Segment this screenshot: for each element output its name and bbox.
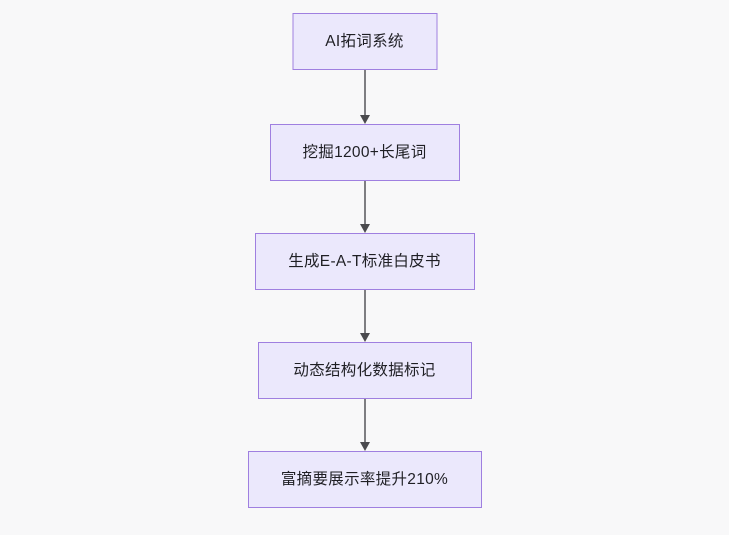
node-label: 挖掘1200+长尾词 [302,143,427,161]
arrowhead-down-icon [359,333,370,342]
flowchart-node-dynamic-structured-data-markup[interactable]: 动态结构化数据标记 [257,342,472,399]
flowchart-arrow-4 [358,399,372,451]
flowchart-arrow-3 [358,290,372,342]
flowchart-node-ai-keyword-system[interactable]: AI拓词系统 [292,13,437,70]
flowchart-arrow-2 [358,181,372,233]
arrowhead-down-icon [359,442,370,451]
flowchart-node-generate-eat-whitepaper[interactable]: 生成E-A-T标准白皮书 [254,233,475,290]
arrow-line [363,399,366,442]
node-label: 富摘要展示率提升210% [280,470,449,488]
flowchart-node-rich-snippet-impression-lift[interactable]: 富摘要展示率提升210% [247,451,482,508]
arrow-line [363,181,366,224]
arrowhead-down-icon [359,115,370,124]
arrow-line [363,290,366,333]
arrowhead-down-icon [359,224,370,233]
arrow-line [363,70,366,115]
node-label: AI拓词系统 [325,32,404,50]
flowchart-node-mine-longtail-keywords[interactable]: 挖掘1200+长尾词 [269,124,460,181]
flowchart-arrow-1 [358,70,372,124]
node-label: 生成E-A-T标准白皮书 [288,252,441,270]
node-label: 动态结构化数据标记 [293,361,436,379]
